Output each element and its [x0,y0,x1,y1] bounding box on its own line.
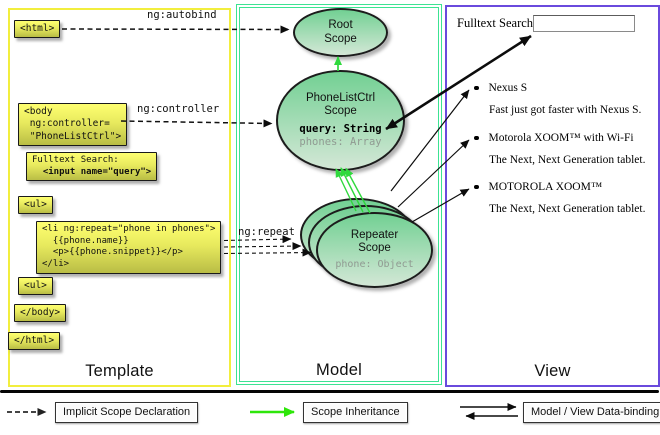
scope-prop-query: query: String [299,122,382,135]
view-panel: Fulltext Search: Nexus S Fast just got f… [445,5,660,387]
ng-repeat-label: ng:repeat [238,226,295,238]
repeater-scope-ellipse: Repeater Scope phone: Object [316,212,433,288]
code-ul-close: <ul> [18,277,53,296]
code-ul-open: <ul> [18,196,53,215]
view-item-snippet: The Next, Next Generation tablet. [489,203,646,215]
phonelistctrl-scope-title: PhoneListCtrl Scope [305,92,376,118]
view-panel-label: View [534,362,571,380]
view-item-name: MOTOROLA XOOM™ [474,181,602,193]
root-scope-ellipse: Root Scope [293,8,388,57]
code-html-open: <html> [14,20,61,39]
view-item-name: Motorola XOOM™ with Wi-Fi [474,132,634,144]
root-scope-title: Root Scope [324,19,357,45]
model-panel-label: Model [316,361,362,379]
view-item-snippet: The Next, Next Generation tablet. [489,154,646,166]
bullet-icon [474,85,479,91]
view-search-label: Fulltext Search: [457,16,537,30]
repeater-scope-title: Repeater Scope [350,228,399,254]
code-fulltext-search: Fulltext Search: <input name="query"> [26,152,158,182]
ng-autobind-label: ng:autobind [147,9,217,21]
scope-prop-phone: phone: Object [335,258,414,270]
view-item-name: Nexus S [474,82,527,94]
legend-model-view-binding: Model / View Data-binding [523,402,660,423]
legend-scope-inheritance: Scope Inheritance [303,402,408,423]
code-body-close: </body> [14,304,67,323]
code-html-close: </html> [8,332,61,351]
fulltext-search-input[interactable] [533,15,635,32]
template-panel-label: Template [85,362,154,380]
scope-prop-phones: phones: Array [299,135,382,148]
code-li-repeat: <li ng:repeat="phone in phones"> {{phone… [36,221,222,274]
bullet-icon [474,135,479,141]
legend-separator-line [0,390,659,394]
phonelistctrl-scope-ellipse: PhoneListCtrl Scope query: String phones… [276,70,405,171]
view-item-snippet: Fast just got faster with Nexus S. [489,104,642,116]
code-input-tag: <input name="query"> [32,166,152,177]
bullet-icon [474,184,479,190]
legend-implicit-scope: Implicit Scope Declaration [55,402,199,423]
model-panel: Model [236,4,442,385]
code-body-open: <body ng:controller= "PhoneListCtrl"> [18,103,128,147]
code-fulltext-label: Fulltext Search: [32,155,119,165]
ng-controller-label: ng:controller [137,103,220,115]
